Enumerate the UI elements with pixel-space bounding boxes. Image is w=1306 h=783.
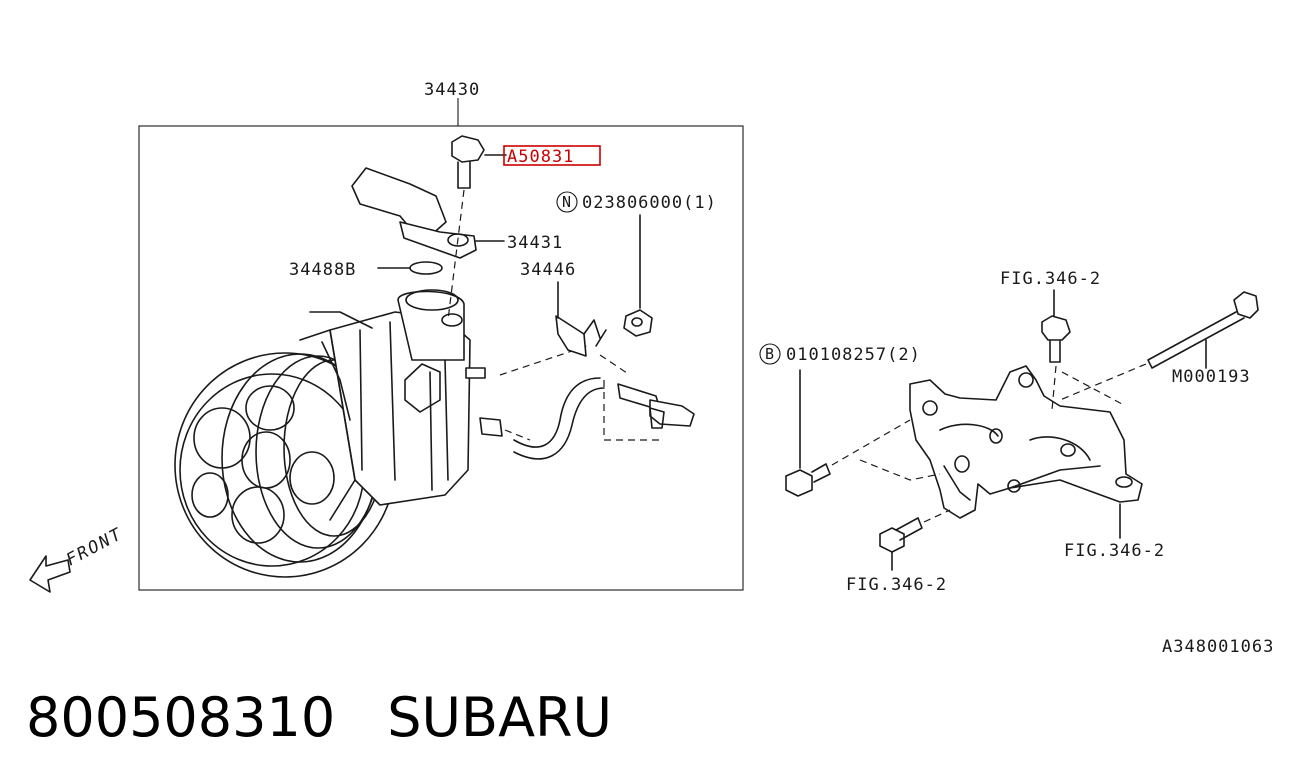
b-marker-icon: [759, 343, 781, 365]
bracket-34446: [555, 281, 607, 357]
pump-body: [299, 289, 503, 521]
n-marker-icon: [556, 191, 578, 213]
callout-fig-bottom[interactable]: FIG.346-2: [846, 575, 947, 595]
callout-a50831[interactable]: A50831: [507, 147, 574, 167]
part-number: 800508310: [26, 686, 336, 749]
assembly-label[interactable]: 34430: [424, 80, 480, 100]
bolt-010108257: [785, 369, 911, 497]
nut-023806000: [623, 214, 653, 337]
long-bolt-m000193: [1059, 291, 1259, 401]
callout-fig-top[interactable]: FIG.346-2: [1000, 269, 1101, 289]
callout-m000193[interactable]: M000193: [1172, 367, 1251, 387]
bolt-top: [1041, 289, 1071, 411]
oring-34488b: [377, 261, 443, 275]
callout-34431[interactable]: 34431: [507, 233, 563, 253]
drawing-code: A348001063: [1162, 637, 1274, 657]
b-marker-text: B: [765, 345, 774, 363]
n-marker-text: N: [562, 193, 571, 211]
bolt-bottom: [879, 509, 951, 571]
callout-34488b[interactable]: 34488B: [289, 260, 356, 280]
pipe-fitting: [351, 167, 477, 259]
assembly-frame: [138, 98, 744, 591]
callout-34446[interactable]: 34446: [520, 260, 576, 280]
footer: 800508310 SUBARU: [26, 683, 612, 753]
callout-fig-right[interactable]: FIG.346-2: [1064, 541, 1165, 561]
highlight-box: [503, 145, 601, 166]
front-arrow-icon: [29, 555, 71, 593]
hose-sensor: [513, 377, 695, 460]
callout-010108257[interactable]: 010108257(2): [786, 345, 921, 365]
dashed-outline: [859, 371, 1123, 481]
bolt-a50831: [451, 135, 507, 189]
brand-name: SUBARU: [387, 686, 613, 749]
callout-023806000[interactable]: 023806000(1): [582, 193, 717, 213]
alignment-lines: [447, 189, 662, 441]
front-label[interactable]: FRONT: [63, 524, 126, 570]
mount-bracket: [909, 365, 1143, 519]
pump-pulley: [174, 352, 396, 578]
